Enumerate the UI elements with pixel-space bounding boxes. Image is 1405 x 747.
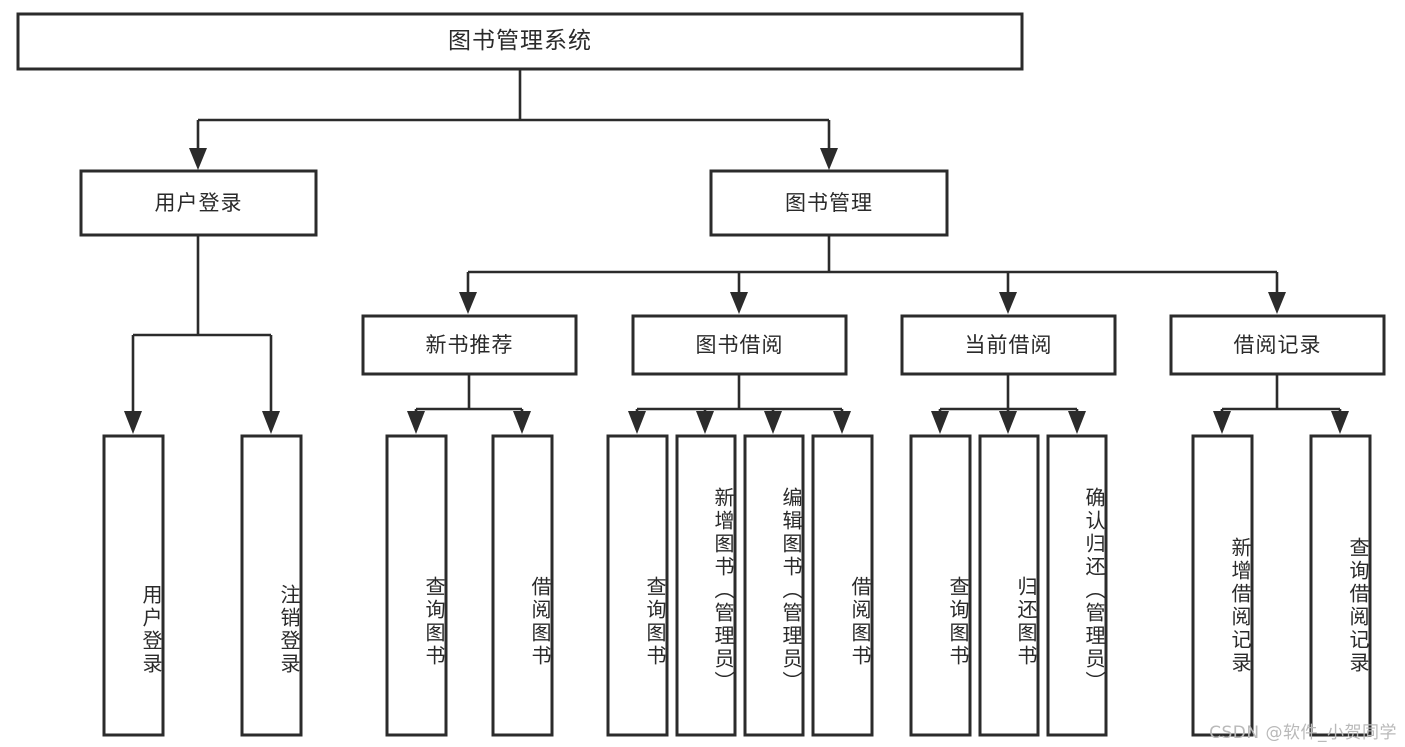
watermark-text: CSDN @软件_小贺同学	[1209, 723, 1397, 743]
node-box-leaf-query-record[interactable]	[1309, 434, 1372, 737]
connector-root-to-level2	[189, 69, 838, 170]
node-box-borrow-record[interactable]	[1169, 314, 1386, 376]
node-box-leaf-borrow-book-1[interactable]	[491, 434, 554, 737]
node-box-leaf-logout[interactable]	[240, 434, 303, 737]
connector-currentborrow-to-leaves	[931, 374, 1086, 434]
node-box-current-borrow[interactable]	[900, 314, 1117, 376]
node-box-leaf-edit-book[interactable]	[743, 434, 805, 737]
connector-newbookrec-to-leaves	[407, 374, 531, 434]
node-box-user-login[interactable]	[79, 169, 318, 237]
node-box-leaf-borrow-book-2[interactable]	[811, 434, 874, 737]
node-box-leaf-return-book[interactable]	[978, 434, 1040, 737]
node-box-leaf-add-book[interactable]	[675, 434, 737, 737]
node-box-book-borrow[interactable]	[631, 314, 848, 376]
connector-bookmanage-to-level3	[459, 235, 1286, 314]
node-box-book-manage[interactable]	[709, 169, 949, 237]
connector-userlogin-to-leaves	[124, 235, 280, 434]
node-box-leaf-add-record[interactable]	[1191, 434, 1254, 737]
node-box-leaf-query-book-3[interactable]	[909, 434, 972, 737]
node-box-leaf-user-login[interactable]	[102, 434, 165, 737]
node-box-leaf-query-book-1[interactable]	[385, 434, 448, 737]
node-box-leaf-query-book-2[interactable]	[606, 434, 669, 737]
node-box-root[interactable]	[16, 12, 1024, 71]
node-box-leaf-confirm-return[interactable]	[1046, 434, 1108, 737]
connector-borrowrecord-to-leaves	[1213, 374, 1349, 434]
node-box-new-book-rec[interactable]	[361, 314, 578, 376]
connector-bookborrow-to-leaves	[628, 374, 851, 434]
